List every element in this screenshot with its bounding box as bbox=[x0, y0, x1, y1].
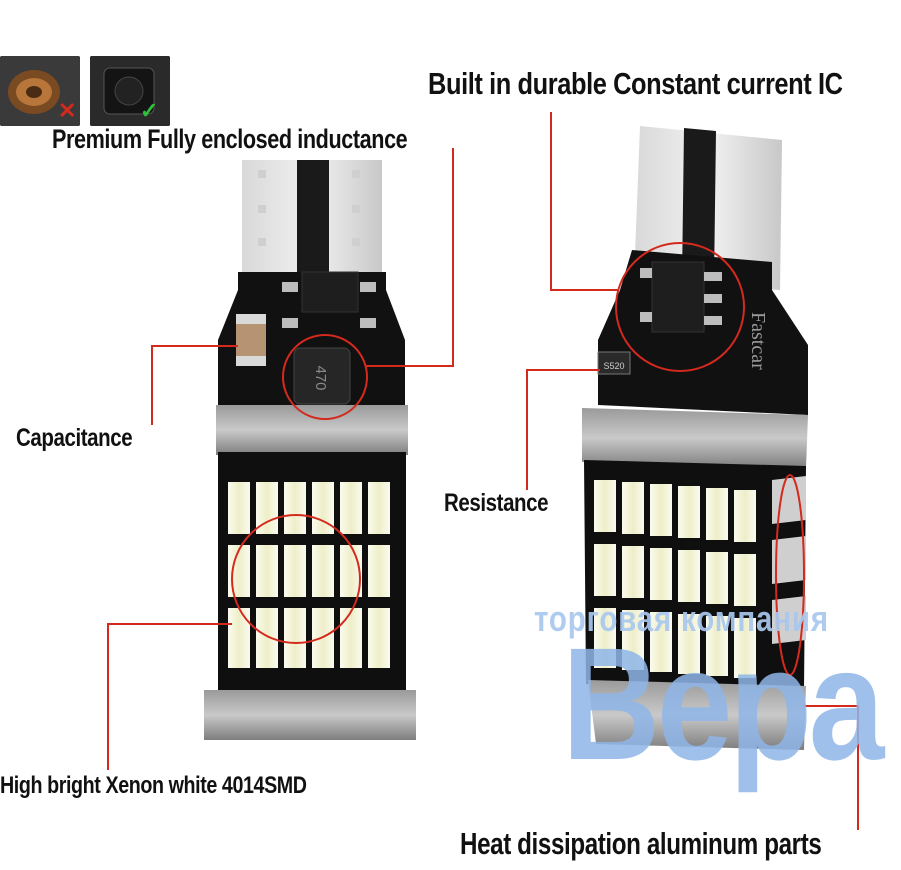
heat-dissipation-label: Heat dissipation aluminum parts bbox=[460, 826, 822, 861]
brand-marking: Fastcar bbox=[747, 312, 769, 370]
right-ic-chip bbox=[651, 261, 705, 333]
enclosed-inductance-label: Premium Fully enclosed inductance bbox=[52, 124, 408, 154]
right-alu-bottom bbox=[588, 680, 806, 750]
heat-fins bbox=[772, 476, 806, 644]
left-bulb: 470 bbox=[204, 160, 416, 740]
left-led-grid bbox=[228, 482, 390, 668]
inductor-marking: 470 bbox=[312, 365, 329, 390]
callouts bbox=[107, 112, 859, 830]
enclosed-inductor-icon bbox=[90, 56, 170, 126]
heat-callout-ellipse bbox=[775, 474, 805, 676]
heat-callout-line bbox=[804, 705, 859, 830]
led-chips-label: High bright Xenon white 4014SMD bbox=[0, 772, 307, 799]
right-led-grid bbox=[594, 480, 756, 678]
right-alu-collar bbox=[582, 408, 808, 468]
left-alu-collar bbox=[216, 405, 408, 455]
left-alu-bottom bbox=[204, 690, 416, 740]
capacitance-label: Capacitance bbox=[16, 424, 133, 452]
right-bulb: S520 Fastcar bbox=[582, 126, 808, 750]
ic-callout-line bbox=[550, 112, 618, 291]
inductor-callout-line bbox=[366, 148, 454, 367]
check-icon: ✓ bbox=[140, 98, 159, 123]
capacitor bbox=[236, 314, 266, 366]
resistor bbox=[597, 351, 631, 375]
capacitance-callout-line bbox=[151, 345, 238, 425]
led-callout-line bbox=[107, 623, 232, 770]
ic-callout-circle bbox=[615, 242, 745, 372]
inductor-callout-circle bbox=[282, 334, 368, 420]
watermark-company-line: торговая компания bbox=[534, 598, 829, 639]
watermark-brand-name: Вера bbox=[562, 614, 884, 793]
resistor-marking: S520 bbox=[603, 361, 624, 371]
enclosed-inductor-thumbnail: ✓ bbox=[90, 56, 170, 126]
inductor bbox=[293, 347, 351, 405]
left-wedge-center bbox=[297, 160, 329, 278]
resistance-label: Resistance bbox=[444, 489, 549, 517]
cross-icon: ✕ bbox=[58, 98, 77, 123]
copper-coil-icon bbox=[0, 56, 80, 126]
constant-current-ic-label: Built in durable Constant current IC bbox=[428, 66, 843, 101]
inferior-inductor-thumbnail: ✕ bbox=[0, 56, 80, 126]
led-callout-circle bbox=[231, 514, 361, 644]
left-ic-chip bbox=[301, 271, 359, 313]
resistance-callout-line bbox=[526, 369, 600, 490]
